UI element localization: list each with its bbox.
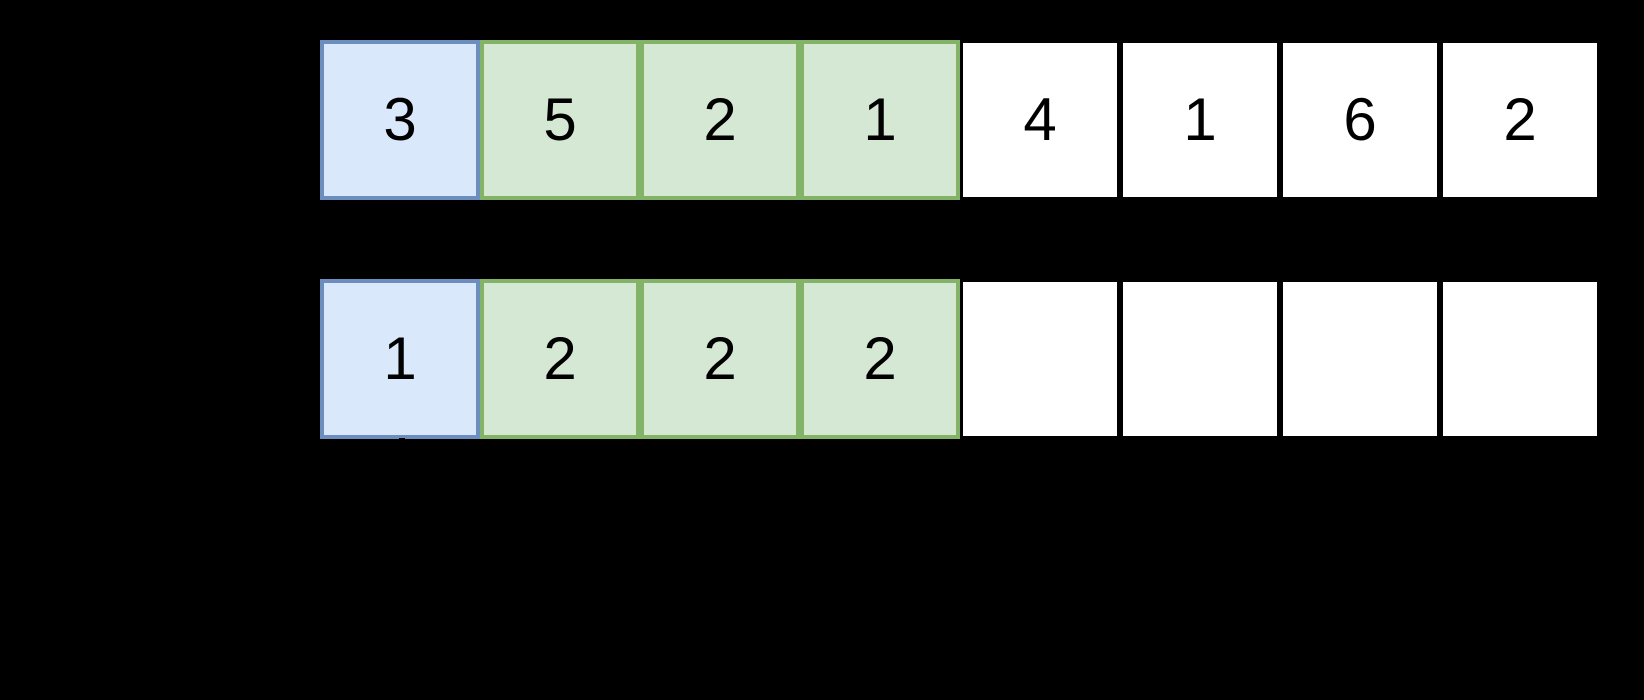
array-cell: 1 [320,279,480,439]
array-cell: 3 [320,40,480,200]
array-cell: 1 [1120,40,1280,200]
array-cell: 4 [960,40,1120,200]
array-cell [1440,279,1600,439]
tick-mark [399,438,405,444]
array-cell: 2 [1440,40,1600,200]
array-cell: 2 [640,279,800,439]
array-cell [960,279,1120,439]
array-cell: 2 [800,279,960,439]
array-cell [1120,279,1280,439]
array-cell: 1 [800,40,960,200]
array-cell: 2 [480,279,640,439]
array-cell: 6 [1280,40,1440,200]
array-cell: 5 [480,40,640,200]
array-cell [1280,279,1440,439]
top-array-row: 3 5 2 1 4 1 6 2 [320,40,1600,200]
array-cell: 2 [640,40,800,200]
bottom-array-row: 1 2 2 2 [320,279,1600,439]
